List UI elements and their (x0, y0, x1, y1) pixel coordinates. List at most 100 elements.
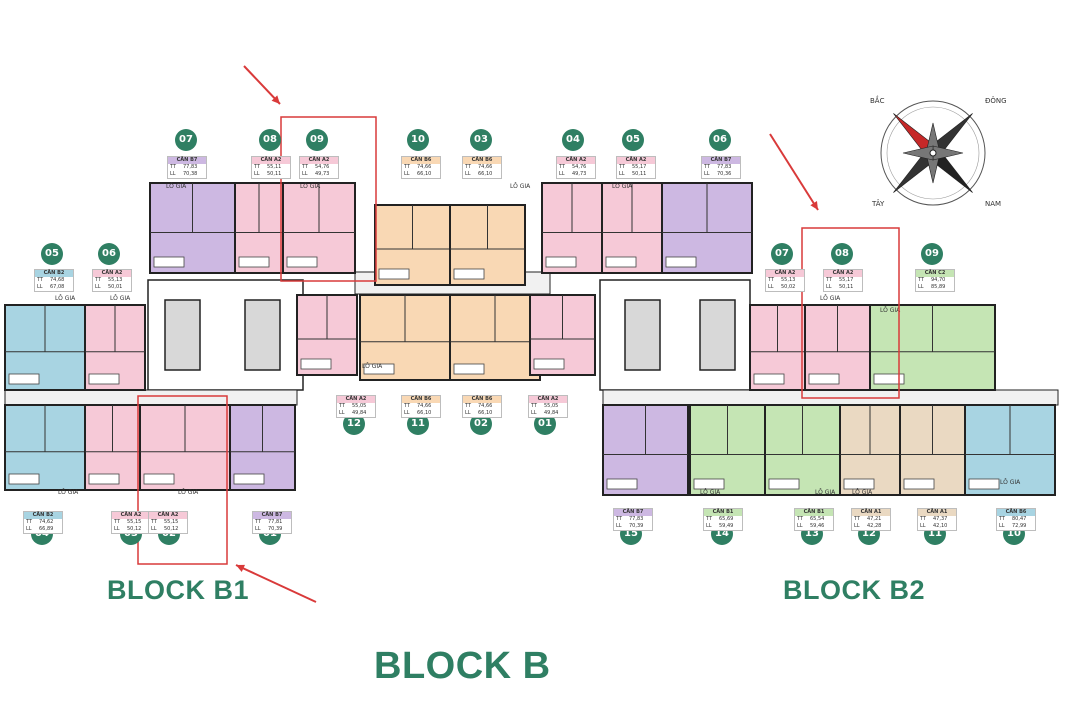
balcony-label: LÔ GIA (510, 183, 531, 190)
area-value-ll: 50,02 (781, 284, 796, 290)
area-label-ll: LL (999, 523, 1005, 529)
bathroom (153, 256, 185, 268)
area-label-ll: LL (704, 171, 710, 177)
bathroom (88, 373, 120, 385)
area-value-ll: 42,10 (933, 523, 948, 529)
area-value-tt: 77,81 (268, 519, 283, 525)
unit-type: CĂN A2 (252, 157, 290, 164)
bathroom (808, 373, 840, 385)
balcony-label: LÔ GIA (700, 489, 721, 496)
area-label-ll: LL (559, 171, 565, 177)
area-value-tt: 65,69 (719, 516, 734, 522)
area-value-tt: 74,66 (478, 403, 493, 409)
bathroom (378, 268, 410, 280)
area-value-ll: 66,10 (478, 171, 493, 177)
arrow-to-02-head (236, 564, 245, 572)
highlight-box-08 (801, 227, 900, 399)
area-value-tt: 54,76 (572, 164, 587, 170)
area-label-ll: LL (254, 171, 260, 177)
area-value-tt: 55,11 (267, 164, 282, 170)
unit-type: CĂN A1 (918, 509, 956, 516)
area-value-tt: 65,54 (810, 516, 825, 522)
area-value-ll: 59,46 (810, 523, 825, 529)
area-value-tt: 55,17 (839, 277, 854, 283)
area-value-ll: 49,73 (572, 171, 587, 177)
block-b2-title: BLOCK B2 (783, 575, 926, 605)
area-label-ll: LL (768, 284, 774, 290)
area-label-tt: TT (826, 277, 833, 283)
bathroom (873, 373, 905, 385)
unit-number-badge: 10 (407, 129, 429, 151)
elevator-core (164, 299, 201, 371)
area-value-tt: 94,70 (931, 277, 946, 283)
area-value-tt: 55,17 (632, 164, 647, 170)
area-value-ll: 72,99 (1012, 523, 1027, 529)
area-label-tt: TT (151, 519, 158, 525)
compass-east-label: ĐÔNG (985, 97, 1007, 105)
balcony-label: LÔ GIA (58, 489, 79, 496)
area-label-tt: TT (26, 519, 33, 525)
area-label-ll: LL (826, 284, 832, 290)
area-value-tt: 74,66 (478, 164, 493, 170)
balcony-label: LÔ GIA (110, 295, 131, 302)
area-label-ll: LL (465, 410, 471, 416)
balcony-label: LÔ GIA (166, 183, 187, 190)
bathroom (238, 256, 270, 268)
unit-type: CĂN B6 (463, 396, 501, 403)
area-label-ll: LL (465, 171, 471, 177)
area-value-tt: 77,83 (183, 164, 198, 170)
unit-type: CĂN A2 (557, 157, 595, 164)
balcony-label: LÔ GIA (880, 307, 901, 314)
bathroom (665, 256, 697, 268)
unit-type: CĂN B6 (402, 396, 440, 403)
area-label-tt: TT (616, 516, 623, 522)
unit-number-badge: 01 (534, 413, 556, 435)
area-value-ll: 49,84 (352, 410, 367, 416)
compass-north-label: BẮC (870, 97, 885, 105)
unit-number-badge: 09 (921, 243, 943, 265)
area-label-ll: LL (95, 284, 101, 290)
highlight-box-02 (137, 395, 228, 565)
area-value-tt: 54,76 (315, 164, 330, 170)
area-label-tt: TT (704, 164, 711, 170)
unit-number-badge: 09 (306, 129, 328, 151)
bathroom (768, 478, 800, 490)
unit-number-badge: 08 (259, 129, 281, 151)
compass-south-label: NAM (985, 200, 1002, 208)
area-label-tt: TT (170, 164, 177, 170)
area-label-ll: LL (918, 284, 924, 290)
block-b1-title: BLOCK B1 (107, 575, 250, 605)
compass-ring (880, 100, 986, 206)
area-label-tt: TT (114, 519, 121, 525)
area-label-ll: LL (37, 284, 43, 290)
unit-type: CĂN A2 (617, 157, 655, 164)
balcony-label: LÔ GIA (178, 489, 199, 496)
area-label-tt: TT (404, 164, 411, 170)
area-value-ll: 50,12 (164, 526, 179, 532)
area-value-tt: 77,83 (717, 164, 732, 170)
area-label-tt: TT (918, 277, 925, 283)
area-label-tt: TT (531, 403, 538, 409)
bathroom (606, 478, 638, 490)
